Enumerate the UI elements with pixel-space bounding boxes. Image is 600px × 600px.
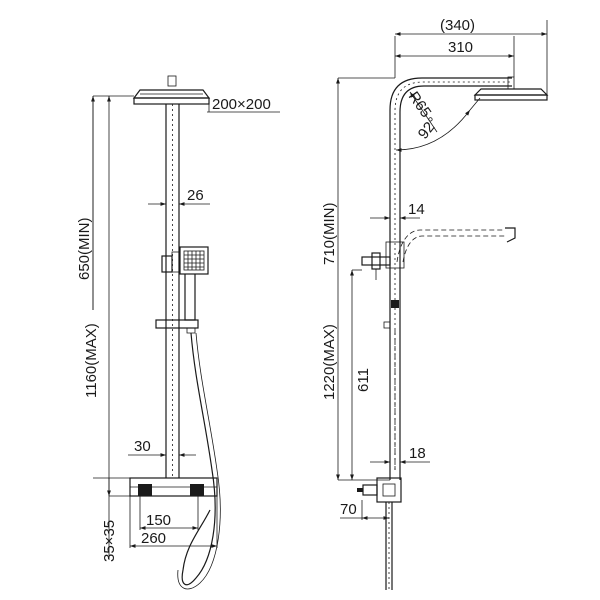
dim-pipe-diameter: 26 bbox=[187, 187, 204, 204]
slider-clamp bbox=[161, 255, 173, 273]
mixer-handle bbox=[362, 484, 378, 496]
hand-shower-nozzle bbox=[505, 227, 516, 243]
mixer-body bbox=[376, 477, 402, 503]
dim-mount-center: 150 bbox=[146, 512, 171, 529]
rain-head bbox=[133, 97, 210, 105]
dim-max-height: 1160(MAX) bbox=[83, 323, 100, 398]
diverter-knob bbox=[361, 256, 391, 266]
rain-head-top bbox=[473, 88, 549, 96]
dim-side-max-height: 1220(MAX) bbox=[321, 324, 338, 400]
rain-head bbox=[474, 94, 548, 101]
dim-head-size: 200×200 bbox=[212, 96, 271, 113]
dim-arm-reach: 310 bbox=[448, 39, 473, 56]
riser-arm-outer bbox=[389, 77, 512, 480]
holder-bracket bbox=[155, 319, 199, 329]
hand-shower-grid bbox=[184, 251, 204, 270]
hand-shower-swing-inner bbox=[402, 235, 505, 263]
hand-shower-swing-outer bbox=[396, 229, 505, 263]
hand-shower-handle bbox=[184, 274, 196, 321]
riser-centerline bbox=[394, 81, 510, 470]
side-view: R65 92° (34 bbox=[321, 17, 549, 590]
riser-arm-inner bbox=[399, 85, 512, 480]
mixer-knob-right bbox=[190, 484, 204, 496]
dim-body-section: 35×35 bbox=[101, 520, 118, 562]
front-view: 200×200 26 650(MIN) 1160(MAX) 30 35×35 1… bbox=[76, 75, 280, 590]
dim-wall-offset: 70 bbox=[340, 501, 357, 518]
hand-shower-head bbox=[179, 246, 209, 275]
top-connector bbox=[167, 75, 177, 87]
dim-diverter-height: 611 bbox=[355, 368, 372, 392]
flexible-hose bbox=[181, 332, 216, 586]
dim-side-min-height: 710(MIN) bbox=[321, 202, 338, 265]
dim-max-reach: (340) bbox=[440, 17, 475, 34]
dim-min-height: 650(MIN) bbox=[76, 217, 93, 280]
dim-rail-diameter: 30 bbox=[134, 438, 151, 455]
mixer-knob-left bbox=[138, 484, 152, 496]
dim-side-pipe-diameter: 18 bbox=[409, 445, 426, 462]
dim-body-width: 260 bbox=[141, 530, 166, 547]
dim-spout-diameter: 14 bbox=[408, 201, 425, 218]
slider-clamp bbox=[385, 241, 405, 269]
